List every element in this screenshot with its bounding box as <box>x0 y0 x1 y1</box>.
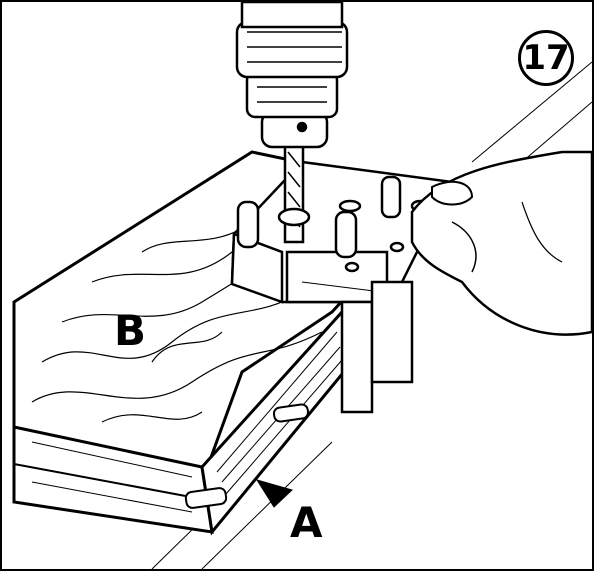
step-badge: 17 <box>518 30 574 86</box>
step-number: 17 <box>522 38 570 78</box>
board-a <box>12 308 354 536</box>
dowelling-jig <box>230 160 454 414</box>
arrowhead-icon <box>255 479 293 508</box>
label-board-a: A <box>290 498 323 547</box>
drill <box>235 2 349 244</box>
label-board-b: B <box>114 306 147 355</box>
hand <box>410 150 592 336</box>
